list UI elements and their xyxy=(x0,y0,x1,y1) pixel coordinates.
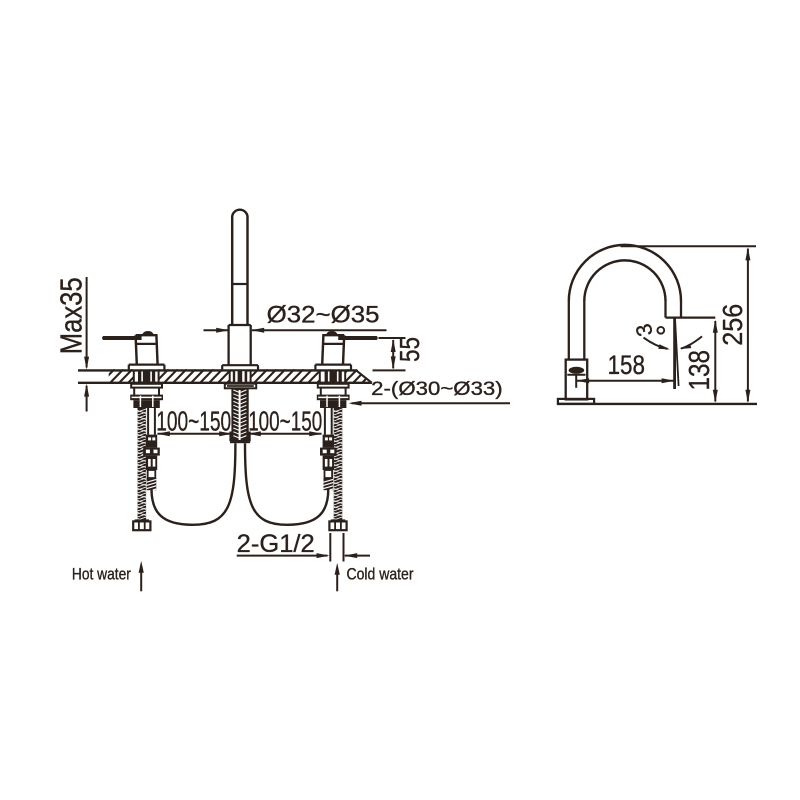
svg-text:100~150: 100~150 xyxy=(156,405,231,436)
svg-text:Ø32~Ø35: Ø32~Ø35 xyxy=(267,301,380,328)
svg-text:256: 256 xyxy=(717,304,748,346)
svg-text:138: 138 xyxy=(684,350,716,391)
svg-text:3: 3 xyxy=(631,321,658,338)
svg-text:Hot water: Hot water xyxy=(72,566,131,584)
svg-text:158: 158 xyxy=(608,350,645,380)
svg-text:Cold water: Cold water xyxy=(347,566,414,584)
svg-text:2-G1/2: 2-G1/2 xyxy=(237,530,315,558)
svg-text:100~150: 100~150 xyxy=(248,405,322,436)
svg-text:2-(Ø30~Ø33): 2-(Ø30~Ø33) xyxy=(371,379,503,400)
svg-text:55: 55 xyxy=(394,337,425,362)
svg-text:Max35: Max35 xyxy=(54,277,89,354)
